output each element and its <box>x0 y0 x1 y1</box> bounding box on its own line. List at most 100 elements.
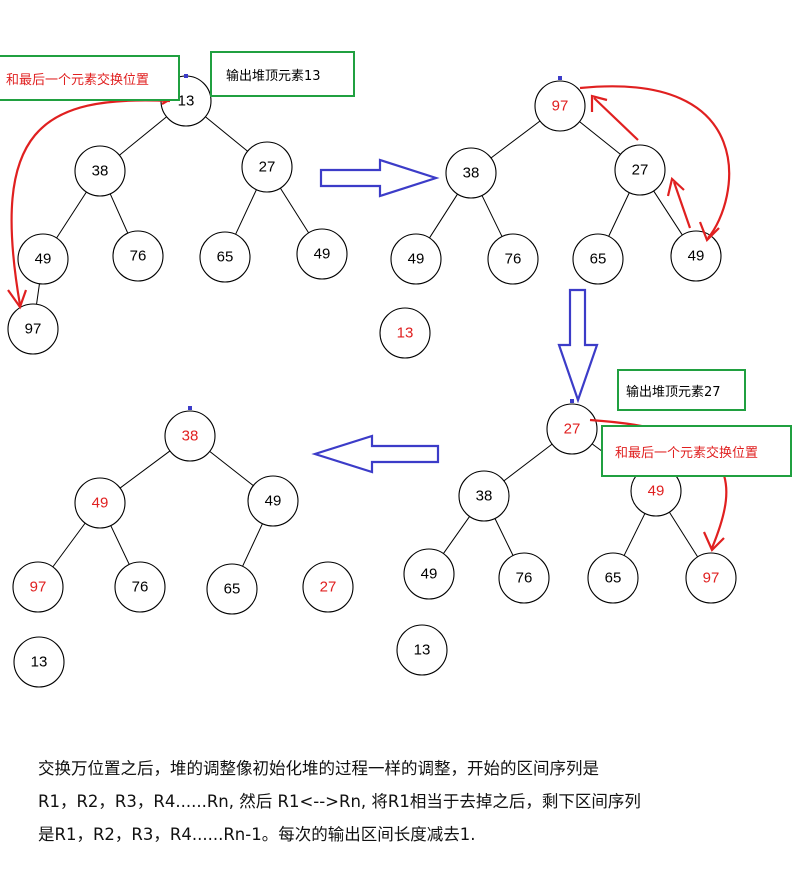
swap-callout-2-text: 和最后一个元素交换位置 <box>615 445 759 461</box>
heap1-node-label: 49 <box>35 251 52 268</box>
heap4-node-circle <box>74 477 126 529</box>
heap3-node-circle <box>685 552 737 604</box>
heap2-edge <box>608 192 630 237</box>
heap3-node: 13 <box>396 624 448 676</box>
heap2-node-label: 49 <box>408 251 425 268</box>
heap2-node: 49 <box>670 230 722 282</box>
output-callout-13-text: 输出堆顶元素13 <box>226 68 321 84</box>
heap3-node-label: 13 <box>414 642 431 659</box>
root-marker <box>188 406 192 410</box>
heap1-node-circle <box>199 231 251 283</box>
heap2-edge <box>579 121 621 155</box>
heap1-edge <box>235 189 257 235</box>
root-marker <box>184 74 188 78</box>
heap1-node-label: 65 <box>217 249 234 266</box>
heap2-node: 97 <box>534 80 586 132</box>
red-arrow-swap-2b <box>590 94 639 141</box>
swap-callout-1-text: 和最后一个元素交换位置 <box>6 72 150 88</box>
root-marker <box>570 399 574 403</box>
heap4-node-circle <box>247 475 299 527</box>
heap4-edge <box>119 450 171 489</box>
heap2-node-circle <box>379 307 431 359</box>
description-line-1: 交换万位置之后，堆的调整像初始化堆的过程一样的调整，开始的区间序列是 <box>38 759 599 778</box>
heap3-edge <box>623 513 646 556</box>
heap1-node-circle <box>74 145 126 197</box>
heap1-node-circle <box>241 141 293 193</box>
heap2-node-label: 27 <box>632 162 649 179</box>
output-callout-13: 输出堆顶元素13 <box>210 51 355 97</box>
heap2-node-label: 13 <box>397 325 414 342</box>
heap2-node-circle <box>670 230 722 282</box>
heap2-node-label: 76 <box>505 251 522 268</box>
heap4-node-circle <box>206 563 258 615</box>
description-line-3: 是R1，R2，R3，R4......Rn-1。每次的输出区间长度减去1. <box>38 825 476 844</box>
heap2-node-label: 97 <box>552 98 569 115</box>
heap4-node: 49 <box>74 477 126 529</box>
heap2-node-circle <box>487 233 539 285</box>
heap1-node-label: 76 <box>130 248 147 265</box>
output-callout-27: 输出堆顶元素27 <box>617 369 746 411</box>
heap3-node: 38 <box>458 470 510 522</box>
heap1-node-label: 49 <box>314 246 331 263</box>
heap4-node: 97 <box>12 561 64 613</box>
heap4-edge <box>242 523 263 567</box>
heap3-edge <box>442 516 471 554</box>
heap3-node: 65 <box>587 552 639 604</box>
heap3-edge <box>494 518 514 556</box>
heap1-edge <box>109 193 129 234</box>
heap4-edge <box>52 522 86 568</box>
blue-arrow-right <box>319 158 440 198</box>
heap3-node-circle <box>396 624 448 676</box>
heap2-edge <box>490 120 541 159</box>
heap4-node: 13 <box>13 636 65 688</box>
heap1-node-circle <box>17 233 69 285</box>
heap4-node-label: 38 <box>182 428 199 445</box>
root-marker <box>558 76 562 80</box>
heap3-edge <box>503 443 553 482</box>
heap1-node-circle <box>296 228 348 280</box>
blue-arrow-left <box>311 434 440 474</box>
heap2-node-label: 49 <box>688 248 705 265</box>
heap4-node-label: 27 <box>320 579 337 596</box>
heap2-node: 49 <box>390 233 442 285</box>
heap3-node: 27 <box>546 403 598 455</box>
heap3-node-circle <box>458 470 510 522</box>
heap3-node: 76 <box>498 552 550 604</box>
heap3-node: 49 <box>403 548 455 600</box>
heap4-edge <box>209 451 254 486</box>
description-line-2: R1，R2，R3，R4......Rn, 然后 R1<-->Rn, 将R1相当于… <box>38 792 641 811</box>
heap1-node: 65 <box>199 231 251 283</box>
heap4-node: 76 <box>114 561 166 613</box>
heap1-node: 49 <box>296 228 348 280</box>
heap1-node: 49 <box>17 233 69 285</box>
heap2-node-circle <box>445 147 497 199</box>
heap1-node-label: 13 <box>178 93 195 110</box>
heap1-node: 76 <box>112 230 164 282</box>
heap2-node-circle <box>572 233 624 285</box>
heap2-edge <box>481 195 503 237</box>
heap3-node-label: 38 <box>476 488 493 505</box>
heap2-node-circle <box>534 80 586 132</box>
red-arrow-swap-1 <box>7 99 171 310</box>
heap2-node-label: 38 <box>463 165 480 182</box>
heap4-node-circle <box>302 561 354 613</box>
heap4-node-circle <box>13 636 65 688</box>
heap2-node: 65 <box>572 233 624 285</box>
heap3-node-circle <box>546 403 598 455</box>
heap4-edge <box>110 525 130 565</box>
heap2-tree: 97 38 27 49 76 65 49 13 <box>379 80 722 359</box>
heap3-edge <box>668 511 699 558</box>
blue-arrow-down <box>557 288 599 404</box>
heap3-node: 49 <box>630 465 682 517</box>
heap4-node-label: 49 <box>92 495 109 512</box>
heap2-node: 76 <box>487 233 539 285</box>
heap1-edge <box>119 116 167 156</box>
heap1-node-circle <box>112 230 164 282</box>
heap3-node-label: 27 <box>564 421 581 438</box>
heap2-node-circle <box>614 144 666 196</box>
description: 交换万位置之后，堆的调整像初始化堆的过程一样的调整，开始的区间序列是 R1，R2… <box>38 752 778 851</box>
heap2-edge <box>429 193 458 239</box>
